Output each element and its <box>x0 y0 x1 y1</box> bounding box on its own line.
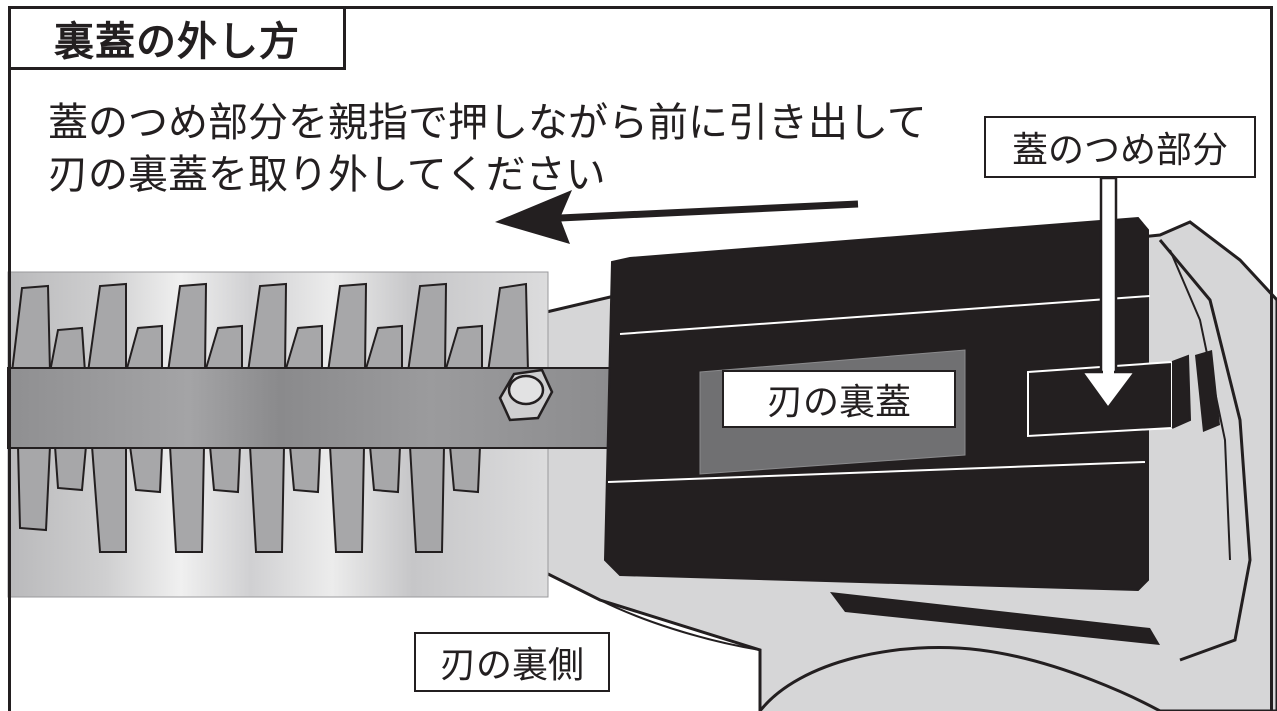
label-blade-back-side: 刃の裏側 <box>414 632 610 692</box>
title-box: 裏蓋の外し方 <box>8 6 346 70</box>
label-tab-part: 蓋のつめ部分 <box>984 116 1256 178</box>
tab-pointer-arrow <box>1079 176 1138 411</box>
pull-direction-arrow <box>495 190 859 244</box>
page-title: 裏蓋の外し方 <box>54 19 300 65</box>
blade-assembly <box>7 271 613 598</box>
diagram-frame <box>8 6 1273 711</box>
blade-nut <box>498 368 554 422</box>
instruction-line-2: 刃の裏蓋を取り外してください <box>48 152 606 198</box>
instruction-line-1: 蓋のつめ部分を親指で押しながら前に引き出して <box>48 100 927 146</box>
label-blade-back-cover: 刃の裏蓋 <box>722 370 956 428</box>
